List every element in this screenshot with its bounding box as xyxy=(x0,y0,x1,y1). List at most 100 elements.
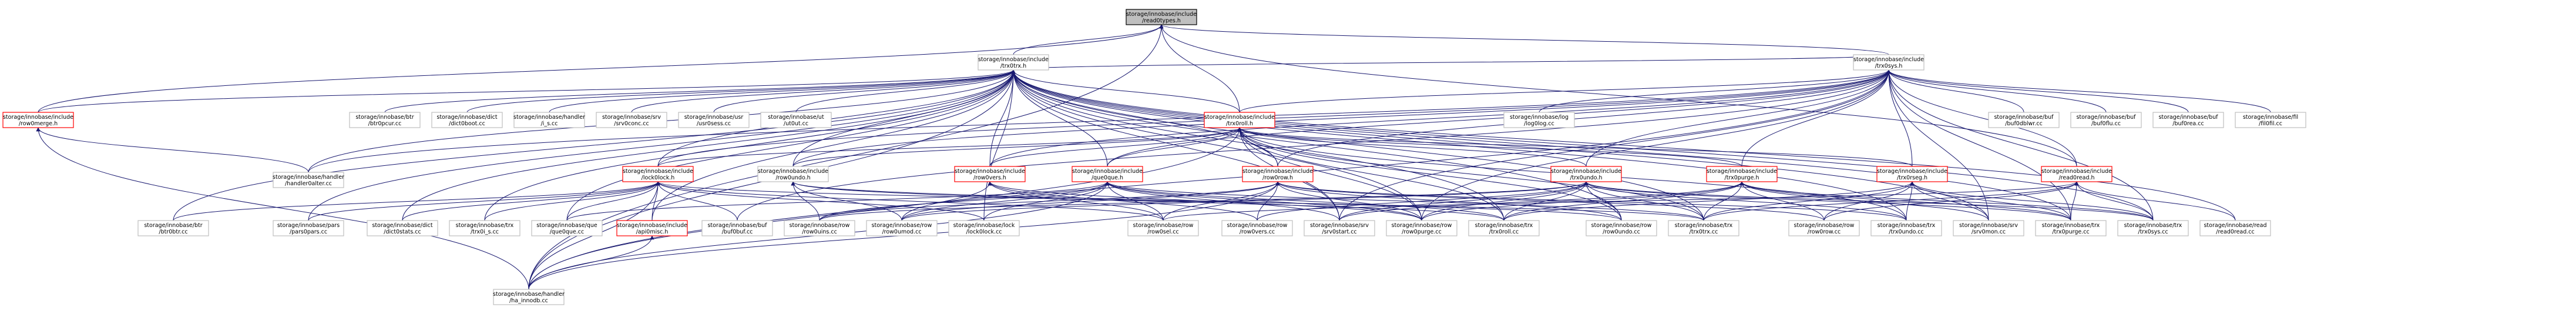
node-api0misc-h[interactable]: storage/innobase/include/api0misc.h xyxy=(616,220,688,236)
node-row0merge-h[interactable]: storage/innobase/include/row0merge.h xyxy=(2,112,74,128)
edge-dict0stats_cc-to-lock0lock_h xyxy=(402,181,660,221)
node-box xyxy=(2070,112,2142,128)
node-file-label: /srv0mon.cc xyxy=(1972,229,2006,235)
node-path-label: storage/innobase/include xyxy=(1853,56,1924,63)
node-fil0fil-cc[interactable]: storage/innobase/fil/fil0fil.cc xyxy=(2235,112,2306,128)
node-btr0btr-cc[interactable]: storage/innobase/btr/btr0btr.cc xyxy=(137,220,209,236)
node-read0read-cc[interactable]: storage/innobase/read/read0read.cc xyxy=(2199,220,2271,236)
node-path-label: storage/innobase/read xyxy=(2204,222,2266,229)
node-row0undo-h[interactable]: storage/innobase/include/row0undo.h xyxy=(757,166,829,182)
node-path-label: storage/innobase/include xyxy=(617,222,687,229)
node-row0row-cc[interactable]: storage/innobase/row/row0row.cc xyxy=(1788,220,1860,236)
node-dict0boot-cc[interactable]: storage/innobase/dict/dict0boot.cc xyxy=(431,112,503,128)
edge-trx0sys_h-to-trx0trx_h xyxy=(1012,54,1889,71)
node-file-label: /trx0trx.cc xyxy=(1690,229,1718,235)
node-trx0roll-h[interactable]: storage/innobase/include/trx0roll.h xyxy=(1204,112,1275,128)
node-file-label: /row0umod.cc xyxy=(882,229,921,235)
node-path-label: storage/innobase/include xyxy=(955,168,1025,175)
node-box xyxy=(273,220,344,236)
node-path-label: storage/innobase/btr xyxy=(355,114,414,121)
node-box xyxy=(678,112,750,128)
edge-trx0purge_cc-to-trx0undo_h xyxy=(1584,181,2071,221)
node-read0read-h[interactable]: storage/innobase/include/read0read.h xyxy=(2041,166,2112,182)
node-lock0lock-cc[interactable]: storage/innobase/lock/lock0lock.cc xyxy=(948,220,1020,236)
node-trx0sys-h[interactable]: storage/innobase/include/trx0sys.h xyxy=(1853,54,1925,71)
node-file-label: /que0que.cc xyxy=(550,229,585,235)
edge-row0uins_cc-to-row0row_h xyxy=(819,181,1280,221)
edge-usr0sess_cc-to-trx0trx_h xyxy=(713,69,1016,113)
node-srv0start-cc[interactable]: storage/innobase/srv/srv0start.cc xyxy=(1304,220,1375,236)
node-path-label: storage/innobase/row xyxy=(1227,222,1288,229)
edge-que0que_h-to-trx0roll_h xyxy=(1107,127,1242,167)
edge-trx0trx_cc-to-trx0trx_h xyxy=(1011,69,1704,221)
edge-fil0fil_cc-to-trx0sys_h xyxy=(1886,69,2271,113)
node-box xyxy=(137,220,209,236)
node-trx0roll-cc[interactable]: storage/innobase/trx/trx0roll.cc xyxy=(1468,220,1540,236)
node-row0vers-h[interactable]: storage/innobase/include/row0vers.h xyxy=(954,166,1026,182)
node-trx0purge-cc[interactable]: storage/innobase/trx/trx0purge.cc xyxy=(2035,220,2107,236)
node-trx0rseg-h[interactable]: storage/innobase/include/trx0rseg.h xyxy=(1876,166,1948,182)
edge-row0umod_cc-to-row0vers_h xyxy=(901,181,992,221)
node-lock0lock-h[interactable]: storage/innobase/include/lock0lock.h xyxy=(622,166,694,182)
edge-ha_innodb_cc-to-trx0roll_h xyxy=(528,127,1242,290)
node-srv0mon-cc[interactable]: storage/innobase/srv/srv0mon.cc xyxy=(1953,220,2024,236)
node-btr0pcur-cc[interactable]: storage/innobase/btr/btr0pcur.cc xyxy=(349,112,421,128)
node-box xyxy=(616,220,688,236)
node-box xyxy=(493,289,565,305)
node-row0uins-cc[interactable]: storage/innobase/row/row0uins.cc xyxy=(784,220,855,236)
node-que0que-cc[interactable]: storage/innobase/que/que0que.cc xyxy=(531,220,603,236)
node-pars0pars-cc[interactable]: storage/innobase/pars/pars0pars.cc xyxy=(273,220,344,236)
node-i-s-cc[interactable]: storage/innobase/handler/i_s.cc xyxy=(513,112,585,128)
node-trx0i-s-cc[interactable]: storage/innobase/trx/trx0i_s.cc xyxy=(449,220,520,236)
node-ut0ut-cc[interactable]: storage/innobase/ut/ut0ut.cc xyxy=(760,112,832,128)
node-file-label: /row0vers.cc xyxy=(1240,229,1275,235)
edge-read0read_h-to-trx0sys_h xyxy=(1886,69,2077,167)
node-file-label: /handler0alter.cc xyxy=(285,181,332,187)
node-row0purge-cc[interactable]: storage/innobase/row/row0purge.cc xyxy=(1386,220,1457,236)
node-log0log-cc[interactable]: storage/innobase/log/log0log.cc xyxy=(1503,112,1575,128)
node-trx0undo-h[interactable]: storage/innobase/include/trx0undo.h xyxy=(1550,166,1622,182)
node-row0umod-cc[interactable]: storage/innobase/row/row0umod.cc xyxy=(866,220,938,236)
node-buf0buf-cc[interactable]: storage/innobase/buf/buf0buf.cc xyxy=(701,220,773,236)
edge-trx0trx_cc-to-que0que_h xyxy=(1105,181,1704,221)
node-row0undo-cc[interactable]: storage/innobase/row/row0undo.cc xyxy=(1586,220,1657,236)
edge-trx0purge_h-to-trx0sys_h xyxy=(1741,69,1891,167)
edge-srv0conc_cc-to-trx0trx_h xyxy=(631,69,1016,113)
node-box xyxy=(784,220,855,236)
node-box xyxy=(1876,166,1948,182)
node-box xyxy=(1788,220,1860,236)
node-ha-innodb-cc[interactable]: storage/innobase/handler/ha_innodb.cc xyxy=(493,289,565,305)
node-path-label: storage/innobase/trx xyxy=(456,222,514,229)
node-buf0rea-cc[interactable]: storage/innobase/buf/buf0rea.cc xyxy=(2152,112,2224,128)
node-trx0types: storage/innobase/include/read0types.h xyxy=(1126,9,1197,25)
node-box xyxy=(431,112,503,128)
node-file-label: /trx0purge.cc xyxy=(2052,229,2089,235)
node-trx0sys-cc[interactable]: storage/innobase/trx/trx0sys.cc xyxy=(2117,220,2189,236)
node-box xyxy=(1204,112,1275,128)
node-row0sel-cc[interactable]: storage/innobase/row/row0sel.cc xyxy=(1127,220,1199,236)
node-trx0trx-h[interactable]: storage/innobase/include/trx0trx.h xyxy=(978,54,1049,71)
node-que0que-h[interactable]: storage/innobase/include/que0que.h xyxy=(1072,166,1143,182)
node-buf0dblwr-cc[interactable]: storage/innobase/buf/buf0dblwr.cc xyxy=(1988,112,2060,128)
node-dict0stats-cc[interactable]: storage/innobase/dict/dict0stats.cc xyxy=(367,220,438,236)
node-trx0trx-cc[interactable]: storage/innobase/trx/trx0trx.cc xyxy=(1668,220,1739,236)
node-trx0undo-cc[interactable]: storage/innobase/trx/trx0undo.cc xyxy=(1870,220,1942,236)
edge-row0purge_cc-to-trx0purge_h xyxy=(1421,181,1744,221)
node-row0row-h[interactable]: storage/innobase/include/row0row.h xyxy=(1242,166,1314,182)
node-buf0flu-cc[interactable]: storage/innobase/buf/buf0flu.cc xyxy=(2070,112,2142,128)
node-file-label: /row0row.cc xyxy=(1808,229,1841,235)
node-row0vers-cc[interactable]: storage/innobase/row/row0vers.cc xyxy=(1221,220,1293,236)
node-box xyxy=(2041,166,2112,182)
node-srv0conc-cc[interactable]: storage/innobase/srv/srv0conc.cc xyxy=(596,112,667,128)
edge-row0row_cc-to-trx0rseg_h xyxy=(1823,181,1915,221)
edge-api0misc_h-to-trx0trx_h xyxy=(651,69,1016,221)
edge-btr0btr_cc-to-lock0lock_h xyxy=(173,181,660,221)
node-handler0alter-cc[interactable]: storage/innobase/handler/handler0alter.c… xyxy=(273,172,344,188)
node-path-label: storage/innobase/row xyxy=(1794,222,1855,229)
node-usr0sess-cc[interactable]: storage/innobase/usr/usr0sess.cc xyxy=(678,112,750,128)
node-path-label: storage/innobase/row xyxy=(1133,222,1194,229)
node-trx0purge-h[interactable]: storage/innobase/include/trx0purge.h xyxy=(1706,166,1778,182)
edge-srv0start_cc-to-trx0purge_h xyxy=(1339,181,1744,221)
edge-row0sel_cc-to-row0row_h xyxy=(1163,181,1280,221)
node-path-label: storage/innobase/include xyxy=(1204,114,1275,121)
